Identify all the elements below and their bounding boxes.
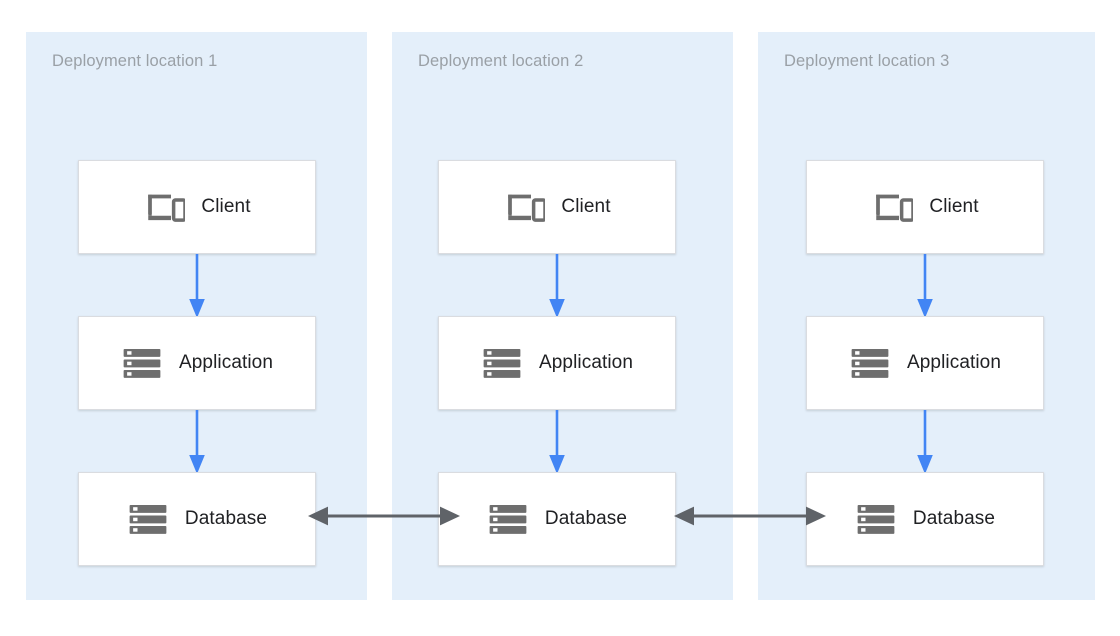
deployment-location-1-title: Deployment location 1 [52, 52, 218, 70]
deployment-location-1-client-label: Client [201, 196, 251, 217]
connector-database-replication-2-3 [674, 506, 826, 526]
server-stack-icon [123, 349, 161, 378]
server-stack-icon [489, 505, 527, 534]
deployment-location-1-application-node[interactable]: Application [78, 316, 316, 410]
deployment-location-1-database-node[interactable]: Database [78, 472, 316, 566]
devices-icon [876, 194, 914, 222]
deployment-location-3-application-node[interactable]: Application [806, 316, 1044, 410]
connector-application-to-database-1 [189, 410, 205, 474]
deployment-location-3-database-node[interactable]: Database [806, 472, 1044, 566]
deployment-location-3-client-node[interactable]: Client [806, 160, 1044, 254]
deployment-location-1-application-label: Application [178, 352, 274, 373]
server-stack-icon [857, 505, 895, 534]
deployment-location-2-title: Deployment location 2 [418, 52, 584, 70]
deployment-location-2-database-node[interactable]: Database [438, 472, 676, 566]
deployment-location-1-database-label: Database [184, 508, 268, 529]
deployment-location-1-panel: Deployment location 1 Client [26, 32, 367, 600]
deployment-location-3-database-label: Database [912, 508, 996, 529]
deployment-location-2-panel: Deployment location 2 Client [392, 32, 733, 600]
connector-client-to-application-3 [917, 254, 933, 318]
deployment-location-2-client-label: Client [561, 196, 611, 217]
deployment-location-3-title: Deployment location 3 [784, 52, 950, 70]
server-stack-icon [483, 349, 521, 378]
connector-application-to-database-3 [917, 410, 933, 474]
connector-database-replication-1-2 [308, 506, 460, 526]
server-stack-icon [129, 505, 167, 534]
deployment-location-2-client-node[interactable]: Client [438, 160, 676, 254]
deployment-location-2-database-label: Database [544, 508, 628, 529]
deployment-location-3-application-label: Application [906, 352, 1002, 373]
deployment-location-3-client-label: Client [929, 196, 979, 217]
connector-application-to-database-2 [549, 410, 565, 474]
devices-icon [148, 194, 186, 222]
deployment-location-2-application-label: Application [538, 352, 634, 373]
connector-client-to-application-2 [549, 254, 565, 318]
server-stack-icon [851, 349, 889, 378]
devices-icon [508, 194, 546, 222]
connector-client-to-application-1 [189, 254, 205, 318]
deployment-location-3-panel: Deployment location 3 Client [758, 32, 1095, 600]
deployment-location-2-application-node[interactable]: Application [438, 316, 676, 410]
deployment-location-1-client-node[interactable]: Client [78, 160, 316, 254]
